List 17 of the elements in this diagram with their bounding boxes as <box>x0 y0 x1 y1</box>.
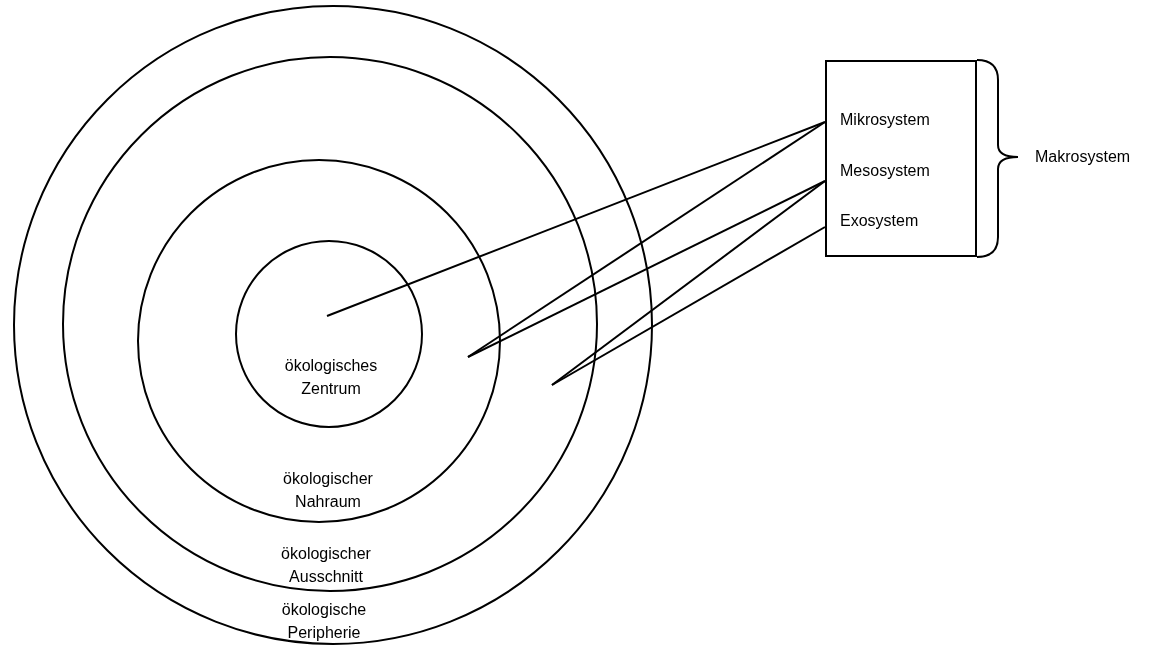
connector-line <box>467 180 826 358</box>
ring-label: ökologischer Ausschnitt <box>280 544 372 587</box>
ring-label: ökologisches Zentrum <box>283 356 379 399</box>
ring-circle <box>62 56 598 592</box>
system-label: Mesosystem <box>840 161 930 181</box>
connector-line <box>467 121 826 358</box>
ring-circle <box>235 240 423 428</box>
ring-label: ökologische Peripherie <box>280 600 368 643</box>
connector-line <box>551 180 826 386</box>
system-label: Mikrosystem <box>840 110 930 130</box>
system-box <box>825 60 977 257</box>
ring-label: ökologischer Nahraum <box>282 469 374 512</box>
bracket-label: Makrosystem <box>1035 147 1131 167</box>
connector-line <box>551 226 826 386</box>
ring-circle <box>13 5 653 645</box>
ring-circle <box>137 159 501 523</box>
system-label: Exosystem <box>840 211 919 231</box>
